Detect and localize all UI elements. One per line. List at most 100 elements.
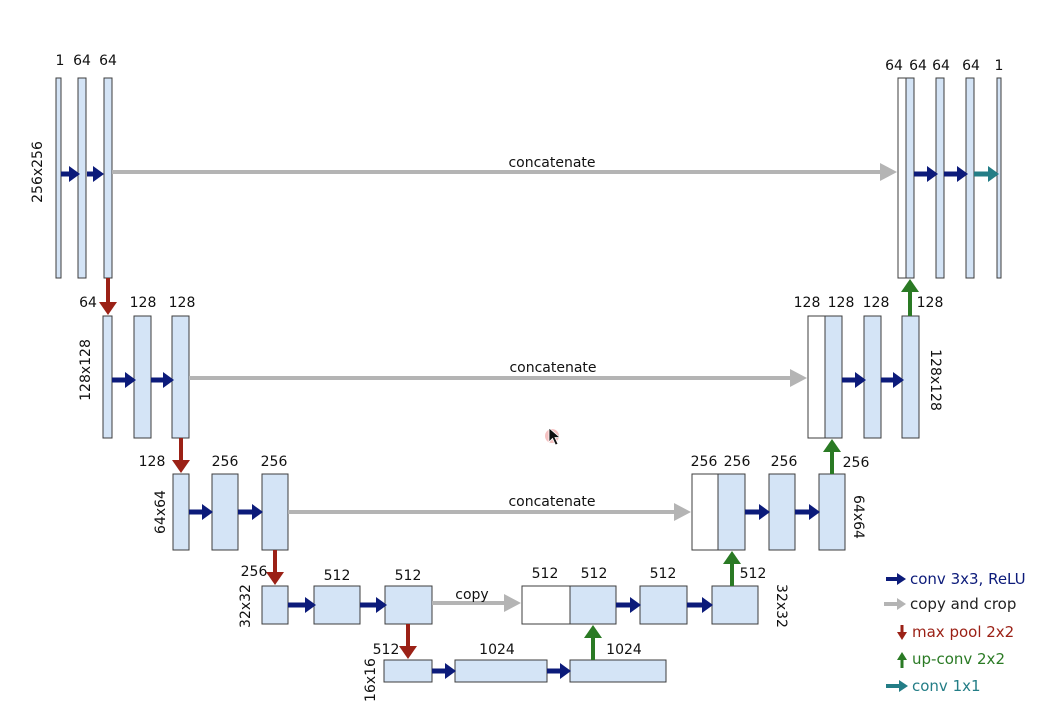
upconv-arrow-1	[584, 625, 602, 660]
r4-conv-arrow-2	[687, 597, 713, 613]
l1-conv-arrow-1	[61, 166, 80, 182]
legend-up-conv-icon	[897, 652, 907, 668]
l3-pool-channels: 128	[139, 454, 166, 470]
l3-pool-block	[172, 473, 190, 551]
concat-arrow-level3	[288, 503, 691, 521]
l1-conv2-block	[103, 77, 113, 279]
legend-conv-1x1-icon	[886, 680, 908, 692]
r4-conv2-block	[711, 585, 759, 625]
r1-conv1x1-arrow	[974, 166, 999, 182]
l3-conv1-channels: 256	[212, 454, 239, 470]
r4-conv1-block	[639, 585, 688, 625]
r1-copy-channels: 64	[885, 58, 903, 74]
r2-conv2-block	[901, 315, 920, 439]
r4-up-channels: 512	[581, 566, 608, 582]
legend-up-conv-label: up-conv 2x2	[912, 650, 1005, 668]
r1-copied-block	[897, 77, 907, 279]
l4-conv2-channels: 512	[395, 568, 422, 584]
r1-conv-arrow-1	[914, 166, 938, 182]
legend-conv-1x1-label: conv 1x1	[912, 677, 981, 695]
l2-size: 128x128	[78, 339, 94, 401]
r3-upconv-block	[717, 473, 746, 551]
l1-size: 256x256	[30, 141, 46, 203]
l2-pool-block	[102, 315, 113, 439]
r3-conv1-channels: 256	[771, 454, 798, 470]
l4-pool-block	[261, 585, 289, 625]
l2-conv2-block	[171, 315, 190, 439]
maxpool-arrow-4	[399, 624, 417, 659]
copy-arrow-level4	[432, 594, 521, 612]
r1-conv1-block	[935, 77, 945, 279]
concat-arrow-level2	[189, 369, 807, 387]
r1-output-block	[996, 77, 1002, 279]
l5-conv1-block	[454, 659, 548, 683]
r4-copy-channels: 512	[532, 566, 559, 582]
l3-conv1-block	[211, 473, 239, 551]
maxpool-arrow-1	[99, 278, 117, 315]
l4-conv2-block	[384, 585, 433, 625]
legend-conv-icon	[886, 573, 906, 585]
legend-copy-crop-icon	[884, 598, 906, 610]
r1-upconv-block	[905, 77, 915, 279]
r3-copied-block	[691, 473, 719, 551]
l2-pool-channels: 64	[79, 295, 97, 311]
legend-max-pool-icon	[897, 625, 907, 640]
r2-copy-channels: 128	[794, 295, 821, 311]
r1-conv1-channels: 64	[932, 58, 950, 74]
l5-upconv-block	[569, 659, 667, 683]
l1-conv1-block	[77, 77, 87, 279]
l5-size: 16x16	[363, 658, 379, 702]
l3-size: 64x64	[153, 490, 169, 534]
legend-copy-crop-label: copy and crop	[910, 595, 1016, 613]
copy-label-level4: copy	[455, 587, 488, 603]
l4-conv-arrow-2	[360, 597, 387, 613]
l4-conv-arrow-1	[288, 597, 316, 613]
l3-conv2-channels: 256	[261, 454, 288, 470]
r4-size: 32x32	[773, 584, 789, 628]
maxpool-arrow-3	[266, 550, 284, 585]
l2-conv1-block	[133, 315, 152, 439]
r1-up-channels: 64	[909, 58, 927, 74]
r1-conv-arrow-2	[944, 166, 968, 182]
l4-pool-channels: 256	[241, 564, 268, 580]
r3-conv2-block	[818, 473, 846, 551]
l5-up-channels: 1024	[606, 642, 642, 658]
r3-conv2-channels: 256	[843, 455, 870, 471]
r4-conv1-channels: 512	[650, 566, 677, 582]
l3-conv-arrow-2	[238, 504, 263, 520]
concat-label-level2: concatenate	[509, 360, 596, 376]
legend: conv 3x3, ReLU copy and crop max pool 2x…	[884, 570, 1026, 695]
upconv-arrow-2	[723, 551, 741, 586]
l5-pool-block	[383, 659, 433, 683]
l2-conv-arrow-1	[112, 372, 136, 388]
l4-size: 32x32	[238, 584, 254, 628]
l3-conv2-block	[261, 473, 289, 551]
r3-copy-channels: 256	[691, 454, 718, 470]
maxpool-arrow-2	[172, 438, 190, 473]
concat-arrow-level1	[112, 163, 897, 181]
r2-up-channels: 128	[828, 295, 855, 311]
l5-conv-arrow-2	[547, 663, 571, 679]
l3-conv-arrow-1	[189, 504, 213, 520]
r4-conv-arrow-1	[616, 597, 641, 613]
r2-conv2-channels: 128	[917, 295, 944, 311]
r4-copied-block	[521, 585, 571, 625]
r4-conv2-channels: 512	[740, 566, 767, 582]
r1-conv2-block	[965, 77, 975, 279]
r3-conv-arrow-1	[745, 504, 770, 520]
l4-conv1-channels: 512	[324, 568, 351, 584]
l5-conv-arrow-1	[432, 663, 456, 679]
r1-out-channels: 1	[995, 58, 1004, 74]
l1-input-block	[55, 77, 62, 279]
l5-pool-channels: 512	[373, 642, 400, 658]
l1-conv2-channels: 64	[99, 53, 117, 69]
r2-conv-arrow-1	[842, 372, 866, 388]
concat-label-level3: concatenate	[508, 494, 595, 510]
r2-conv-arrow-2	[881, 372, 904, 388]
l5-conv1-channels: 1024	[479, 642, 515, 658]
r4-upconv-block	[569, 585, 617, 625]
upconv-arrow-4	[901, 279, 919, 316]
r2-size: 128x128	[927, 349, 943, 411]
l4-conv1-block	[313, 585, 361, 625]
r3-size: 64x64	[850, 495, 866, 539]
